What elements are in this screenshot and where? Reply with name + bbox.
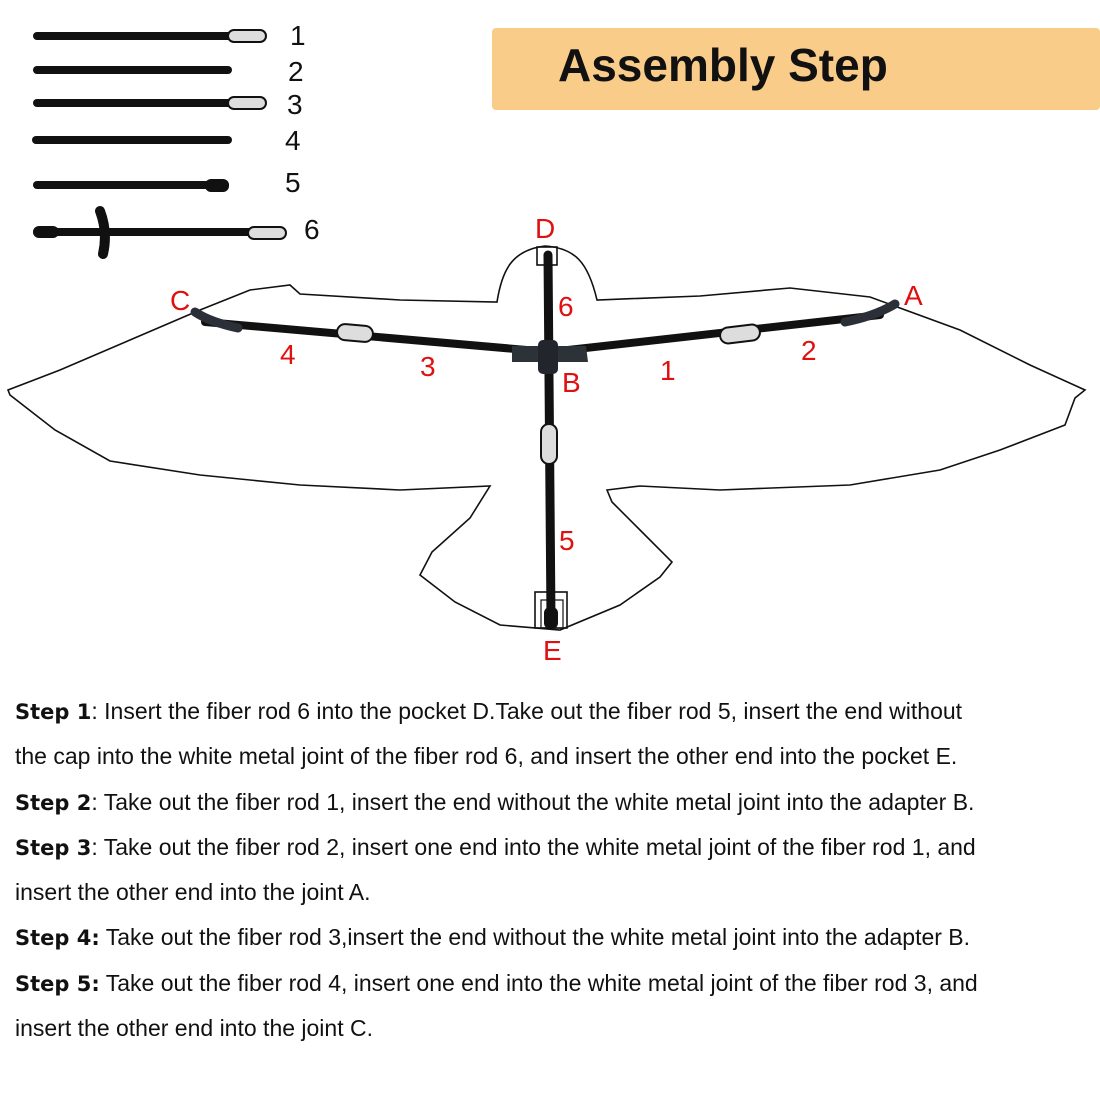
point-a-label: A <box>904 280 923 311</box>
assembled-frame <box>190 246 900 629</box>
rod-4-label: 4 <box>280 339 296 370</box>
rod-2-label: 2 <box>801 335 817 366</box>
step-line: Step 5: Take out the fiber rod 4, insert… <box>15 967 1100 1012</box>
rod-number-5: 5 <box>285 167 301 198</box>
step-heading: Step 1 <box>15 700 92 724</box>
step-heading: Step 2 <box>15 790 92 815</box>
rod-6-label: 6 <box>558 291 574 322</box>
point-d-label: D <box>535 213 555 244</box>
step-text: Take out the fiber rod 4, insert one end… <box>99 969 978 996</box>
step-line: Step 2: Take out the fiber rod 1, insert… <box>15 786 1100 831</box>
point-e-label: E <box>543 635 562 666</box>
step-text: : Take out the fiber rod 2, insert one e… <box>91 833 976 860</box>
step-line: insert the other end into the joint C. <box>15 1012 1100 1057</box>
step-text: the cap into the white metal joint of th… <box>15 743 958 770</box>
step-list: Step 1: Insert the fiber rod 6 into the … <box>15 695 1100 1057</box>
rod-3-label: 3 <box>420 351 436 382</box>
step-line: Step 4: Take out the fiber rod 3,insert … <box>15 921 1100 966</box>
rod-number-6: 6 <box>304 214 320 245</box>
step-line: Step 3: Take out the fiber rod 2, insert… <box>15 831 1100 876</box>
step-text: insert the other end into the joint C. <box>15 1015 373 1042</box>
step-heading: Step 3 <box>15 835 92 860</box>
point-c-label: C <box>170 285 190 316</box>
rod-legend <box>32 29 287 259</box>
rod-number-2: 2 <box>288 56 304 87</box>
rod-5-label: 5 <box>559 525 575 556</box>
step-text: : Take out the fiber rod 1, insert the e… <box>91 788 975 815</box>
rod-number-1: 1 <box>290 20 306 51</box>
kite-diagram: D A C B E 6 1 2 3 4 5 <box>6 29 1087 666</box>
step-text: Take out the fiber rod 3,insert the end … <box>99 924 971 951</box>
step-line: Step 1: Insert the fiber rod 6 into the … <box>15 695 1100 740</box>
step-line: insert the other end into the joint A. <box>15 876 1100 921</box>
step-text: insert the other end into the joint A. <box>15 879 371 906</box>
rod-number-4: 4 <box>285 125 301 156</box>
step-line: the cap into the white metal joint of th… <box>15 740 1100 785</box>
step-text: : Insert the fiber rod 6 into the pocket… <box>91 698 963 724</box>
title-banner: Assembly Step <box>492 28 1100 110</box>
step-heading: Step 4: <box>15 926 100 951</box>
page-title: Assembly Step <box>558 39 888 91</box>
step-heading: Step 5: <box>15 971 100 996</box>
rod-1-label: 1 <box>660 355 676 386</box>
point-b-label: B <box>562 367 581 398</box>
rod-number-3: 3 <box>287 89 303 120</box>
